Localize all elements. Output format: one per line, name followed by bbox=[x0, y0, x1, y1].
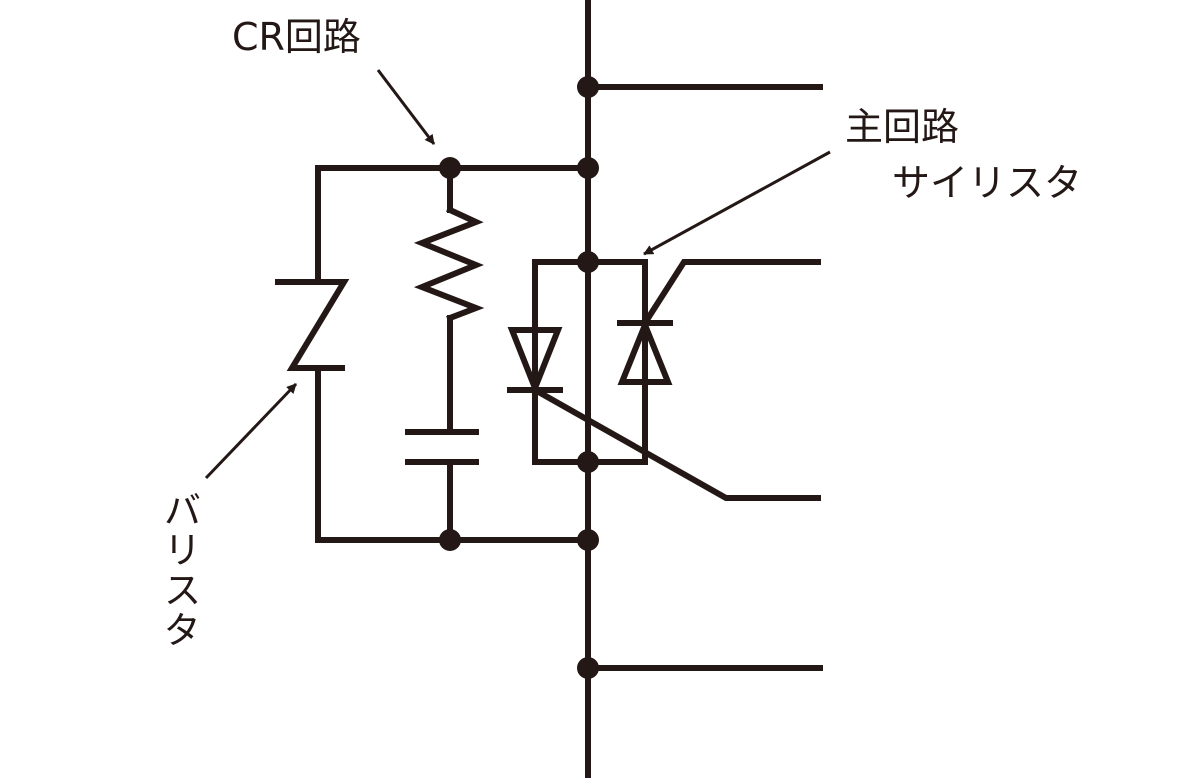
junction-node bbox=[577, 157, 599, 179]
junction-node bbox=[577, 657, 599, 679]
main-circuit-label: 主回路 bbox=[845, 105, 960, 149]
snubber-top-wire bbox=[315, 165, 591, 285]
gate-lead-left bbox=[530, 385, 821, 501]
varistor-symbol bbox=[275, 279, 350, 371]
junction-node bbox=[577, 529, 599, 551]
thyristor-label: サイリスタ bbox=[892, 161, 1083, 205]
junction-node bbox=[577, 76, 599, 98]
thyristor-arrow bbox=[643, 150, 831, 256]
cr-circuit-arrow bbox=[376, 69, 436, 145]
thyristor-right-symbol bbox=[617, 316, 673, 385]
snubber-bottom-wire bbox=[315, 365, 591, 543]
varistor-label: バリスタ bbox=[157, 490, 201, 650]
junction-node bbox=[439, 529, 461, 551]
junction-node bbox=[577, 451, 599, 473]
varistor-arrow bbox=[204, 382, 298, 480]
cr-circuit-label: CR回路 bbox=[232, 15, 361, 59]
junction-node bbox=[577, 251, 599, 273]
junction-node bbox=[439, 157, 461, 179]
thyristor-left-symbol bbox=[507, 327, 563, 397]
gate-lead-right bbox=[640, 259, 821, 328]
resistor-symbol bbox=[413, 206, 485, 322]
